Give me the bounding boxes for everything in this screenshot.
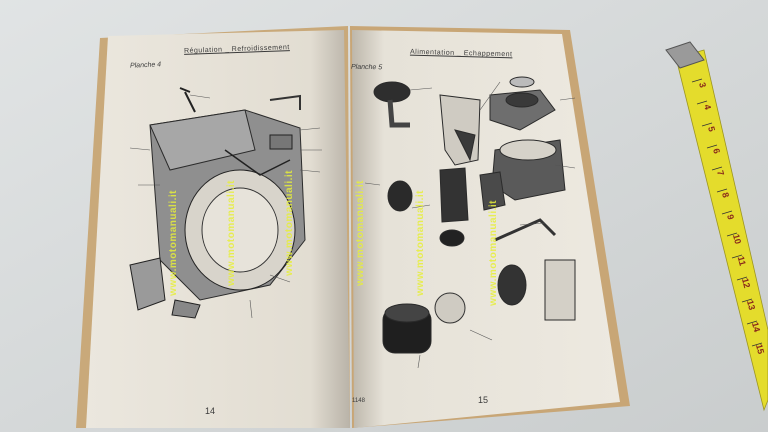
watermark-4: www.motomanuali.it	[355, 180, 366, 286]
gutter-mark: 1148	[352, 398, 365, 404]
watermark-2: www.motomanuali.it	[226, 180, 237, 286]
left-plate-label: Planche 4	[129, 61, 162, 70]
right-page-number: 15	[478, 395, 489, 405]
right-diagram	[364, 76, 576, 369]
right-plate-label: Planche 5	[350, 63, 383, 72]
left-page-number: 14	[205, 406, 216, 416]
watermark-1: www.motomanuali.it	[168, 190, 179, 296]
watermark-5: www.motomanuali.it	[415, 190, 426, 296]
watermark-6: www.motomanuali.it	[488, 200, 499, 306]
left-diagram	[129, 87, 322, 319]
watermark-3: www.motomanuali.it	[284, 170, 295, 276]
tape-measure	[665, 41, 768, 412]
